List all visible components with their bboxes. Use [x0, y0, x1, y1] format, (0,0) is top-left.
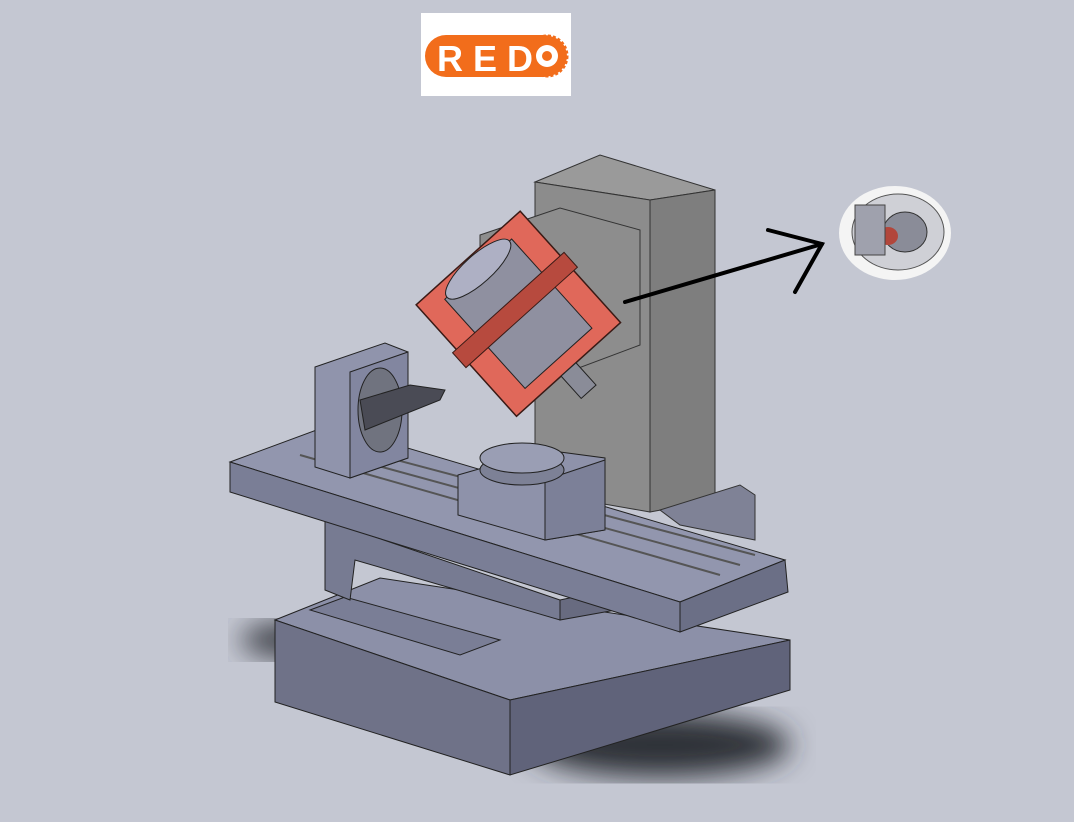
spindle-head [415, 210, 622, 418]
annotation-arrow [623, 228, 826, 304]
trunnion-fixture [314, 342, 446, 479]
vise [457, 442, 606, 541]
redo-logo: RED [421, 13, 571, 96]
svg-text:RED: RED [437, 38, 533, 79]
detail-inset-gearbox [839, 186, 951, 280]
